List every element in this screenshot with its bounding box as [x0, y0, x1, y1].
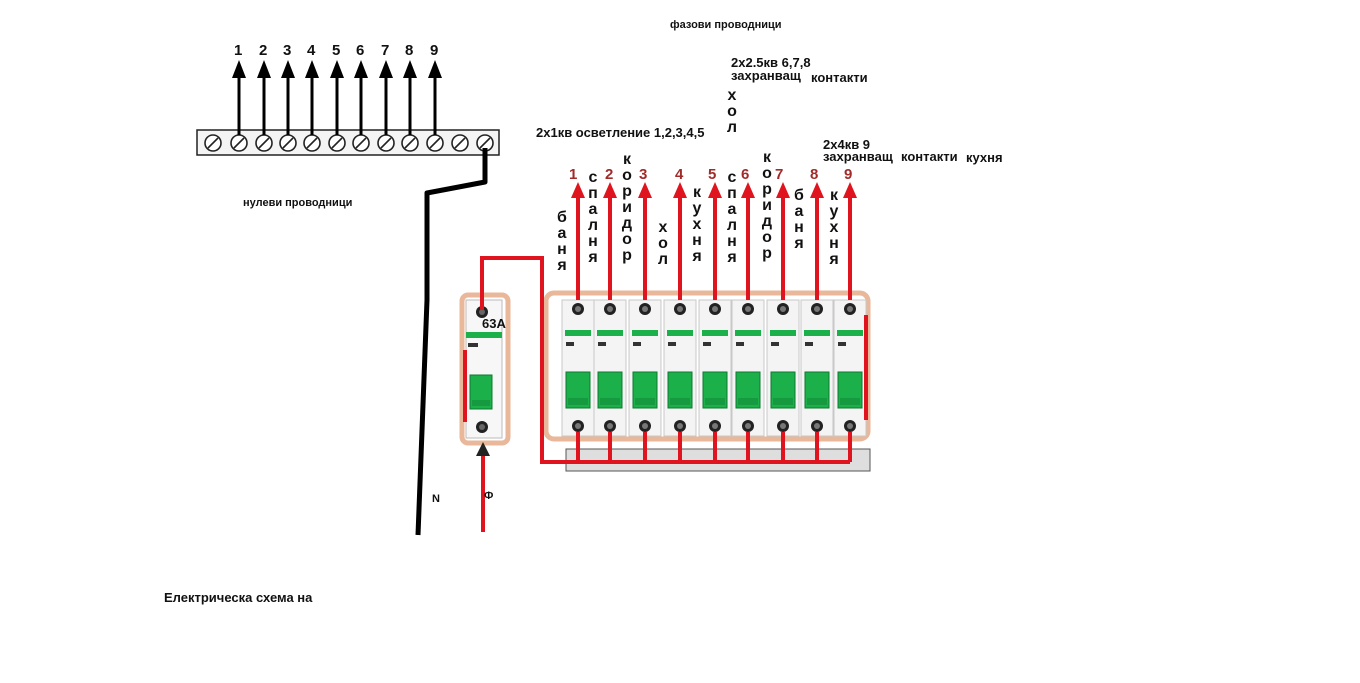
main-breaker-rating: 63А: [482, 316, 506, 331]
neutral-terminal-number: 3: [283, 42, 292, 59]
socket-spec-line1: 2x2.5кв 6,7,8: [731, 55, 811, 70]
footer-caption: Електрическа схема на: [164, 590, 313, 605]
circuit-breaker-4: [663, 299, 697, 437]
kitchen-spec-line2: захранващ: [823, 149, 893, 164]
breaker-output-arrow: [810, 182, 824, 198]
phase-wires: [480, 182, 868, 464]
neutral-wire: [415, 148, 488, 536]
neutral-terminal-number: 1: [234, 42, 243, 59]
breaker-panel: [543, 290, 871, 442]
breaker-output-arrow: [741, 182, 755, 198]
neutral-arrow-head: [428, 60, 442, 78]
breaker-number: 7: [775, 166, 784, 183]
circuit-breaker-3: [628, 299, 662, 437]
breaker-number: 3: [639, 166, 648, 183]
neutral-arrow-head: [305, 60, 319, 78]
breaker-room-label: кухня: [692, 184, 702, 265]
circuit-breaker-1: [561, 299, 595, 437]
neutral-terminal-bar: [196, 60, 500, 156]
breaker-number: 5: [708, 166, 717, 183]
kitchen-spec-line3: контакти: [901, 149, 958, 164]
neutral-arrow-head: [281, 60, 295, 78]
neutral-arrow-head: [257, 60, 271, 78]
lighting-spec-label: 2x1кв осветление 1,2,3,4,5: [536, 125, 705, 140]
socket-spec-line3: контакти: [811, 70, 868, 85]
kitchen-spec-line4: кухня: [966, 150, 1003, 165]
neutral-terminal-number: 2: [259, 42, 268, 59]
main-breaker-63a: [459, 292, 511, 446]
breaker-room-label: баня: [794, 187, 804, 252]
breaker-number: 2: [605, 166, 614, 183]
breaker-room-label: кухня: [829, 187, 839, 268]
breaker-number: 4: [675, 166, 684, 183]
neutral-n-label: N: [432, 493, 440, 505]
neutral-arrow-head: [379, 60, 393, 78]
phase-f-label: Ф: [484, 490, 494, 502]
circuit-breaker-5: [698, 299, 732, 437]
neutral-terminal-number: 5: [332, 42, 341, 59]
breaker-room-label: баня: [557, 209, 567, 274]
phase-conductors-label: фазови проводници: [670, 19, 782, 31]
breaker-output-arrow: [708, 182, 722, 198]
neutral-arrow-head: [232, 60, 246, 78]
circuit-breaker-7: [766, 299, 800, 437]
neutral-arrow-head: [354, 60, 368, 78]
neutral-terminal-number: 7: [381, 42, 390, 59]
incoming-phase-wire: [476, 442, 490, 532]
circuit-breaker-9: [833, 299, 867, 437]
neutral-arrow-head: [330, 60, 344, 78]
breaker-number: 9: [844, 166, 853, 183]
breaker-number: 8: [810, 166, 819, 183]
neutral-terminal-number: 8: [405, 42, 414, 59]
circuit-breaker-8: [800, 299, 834, 437]
circuit-breaker-2: [593, 299, 627, 437]
breaker-room-label: хол: [657, 219, 669, 268]
breaker-output-arrow: [571, 182, 585, 198]
breaker-room-label: коридор: [621, 151, 633, 264]
breaker-number: 6: [741, 166, 750, 183]
breaker-room-label: спалня: [726, 169, 738, 266]
neutral-terminal-number: 6: [356, 42, 365, 59]
breaker-output-arrow: [638, 182, 652, 198]
kitchen-spec-line1: 2x4кв 9: [823, 137, 871, 152]
breaker-output-arrow: [843, 182, 857, 198]
neutral-arrow-head: [403, 60, 417, 78]
breaker-output-arrow: [603, 182, 617, 198]
socket-spec-line2: захранващ: [731, 68, 801, 83]
neutral-terminal-number: 9: [430, 42, 439, 59]
breaker-output-arrow: [776, 182, 790, 198]
breaker-room-label: спалня: [587, 169, 599, 266]
breaker-room-label: коридор: [761, 149, 773, 262]
hol-vertical-label: хол: [726, 87, 738, 136]
breaker-output-arrow: [673, 182, 687, 198]
circuit-breaker-6: [731, 299, 765, 437]
neutral-conductors-label: нулеви проводници: [243, 197, 353, 209]
breaker-number: 1: [569, 166, 578, 183]
neutral-terminal-number: 4: [307, 42, 316, 59]
